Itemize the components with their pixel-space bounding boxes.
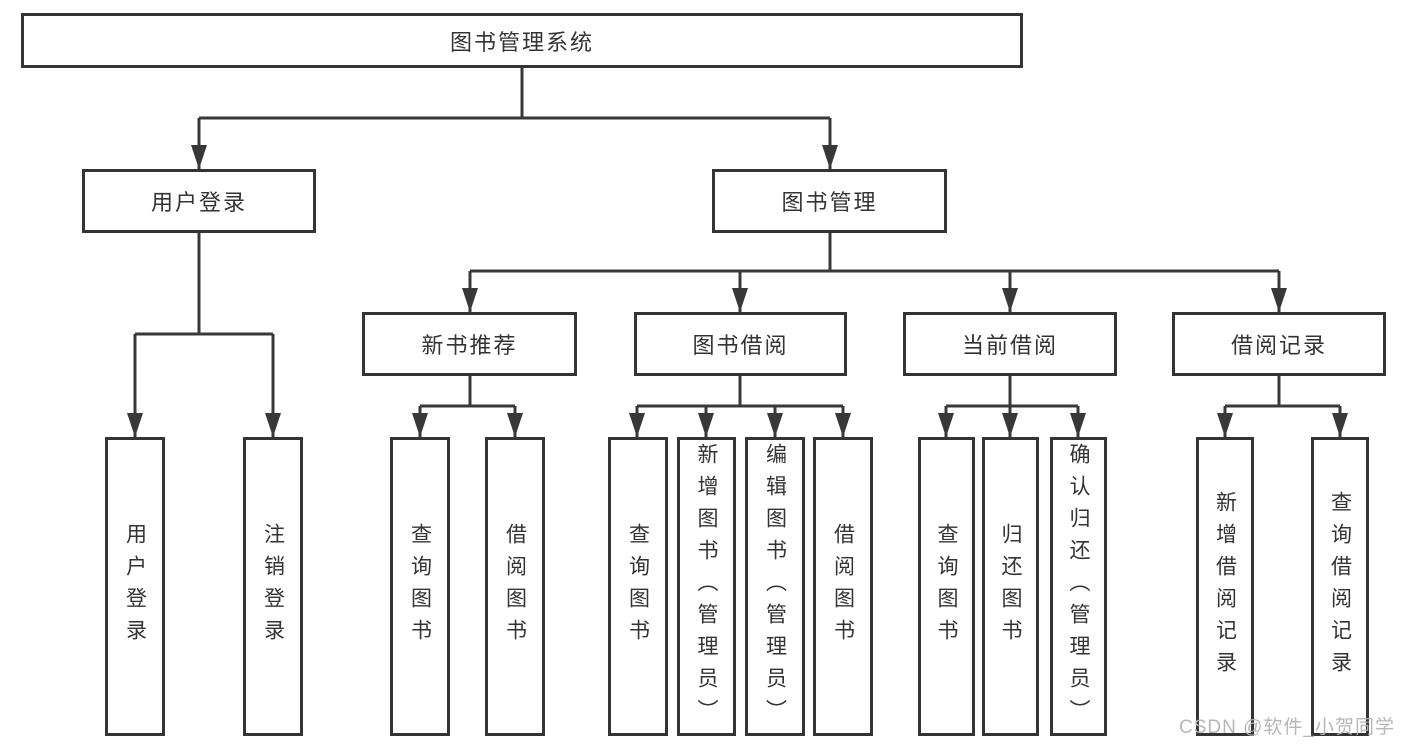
node-label: 查询图书 — [935, 522, 958, 651]
leaf-borrow-query-books: 查询图书 — [608, 437, 668, 736]
node-label: 新增借阅记录 — [1213, 490, 1237, 683]
node-label: 新书推荐 — [421, 333, 518, 358]
node-label: 查询借阅记录 — [1328, 490, 1352, 683]
leaf-current-confirm-return-admin: 确认归还（管理员） — [1050, 437, 1107, 736]
node-label: 借阅记录 — [1230, 333, 1327, 358]
leaf-logout: 注销登录 — [243, 437, 303, 736]
node-label: 图书管理 — [781, 190, 878, 215]
node-new-book-recommend: 新书推荐 — [362, 312, 577, 376]
node-label: 确认归还（管理员） — [1067, 442, 1090, 731]
leaf-borrow-borrow-books: 借阅图书 — [813, 437, 873, 736]
leaf-borrow-edit-books-admin: 编辑图书（管理员） — [745, 437, 805, 736]
node-label: 注销登录 — [261, 522, 285, 651]
node-label: 编辑图书（管理员） — [763, 442, 787, 731]
node-label: 查询图书 — [408, 522, 432, 651]
node-label: 新增图书（管理员） — [695, 442, 718, 731]
node-label: 借阅图书 — [831, 522, 855, 651]
node-user-login: 用户登录 — [82, 169, 316, 233]
node-current-borrow: 当前借阅 — [903, 312, 1117, 376]
node-book-management: 图书管理 — [712, 169, 947, 233]
node-borrow-records: 借阅记录 — [1172, 312, 1386, 376]
node-label: 查询图书 — [626, 522, 650, 651]
leaf-records-add-record: 新增借阅记录 — [1196, 437, 1254, 736]
leaf-recommend-borrow-books: 借阅图书 — [485, 437, 545, 736]
leaf-user-login: 用户登录 — [105, 437, 165, 736]
leaf-recommend-query-books: 查询图书 — [390, 437, 450, 736]
node-label: 借阅图书 — [503, 522, 527, 651]
watermark: CSDN @软件_小贺同学 — [1179, 717, 1395, 738]
leaf-records-query-record: 查询借阅记录 — [1311, 437, 1369, 736]
node-root: 图书管理系统 — [21, 13, 1023, 68]
node-label: 图书管理系统 — [449, 29, 594, 55]
leaf-current-return-books: 归还图书 — [982, 437, 1039, 736]
leaf-current-query-books: 查询图书 — [918, 437, 975, 736]
node-label: 用户登录 — [123, 522, 147, 651]
node-label: 当前借阅 — [961, 333, 1058, 358]
node-label: 图书借阅 — [692, 333, 789, 358]
leaf-borrow-add-books-admin: 新增图书（管理员） — [677, 437, 736, 736]
node-label: 用户登录 — [150, 190, 247, 215]
node-book-borrow: 图书借阅 — [634, 312, 847, 376]
node-label: 归还图书 — [999, 522, 1022, 651]
